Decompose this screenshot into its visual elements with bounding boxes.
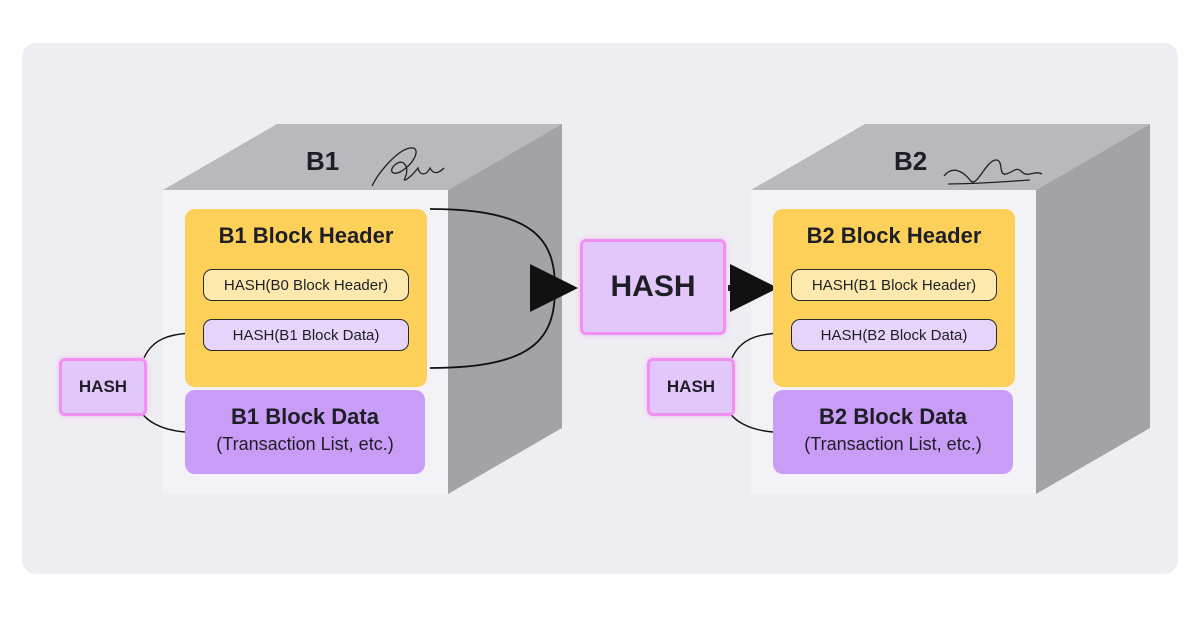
b1-block-header: B1 Block Header HASH(B0 Block Header) HA…: [185, 209, 427, 387]
b2-data-subtitle: (Transaction List, etc.): [804, 434, 982, 454]
b1-data-subtitle: (Transaction List, etc.): [216, 434, 394, 454]
block-title-b2: B2: [894, 146, 928, 176]
hash-function-main: HASH: [580, 239, 726, 335]
b1-block-data: B1 Block Data (Transaction List, etc.): [185, 390, 425, 474]
b2-block-header: B2 Block Header HASH(B1 Block Header) HA…: [773, 209, 1015, 387]
block-title-b1: B1: [306, 146, 340, 176]
b1-data-title: B1 Block Data: [231, 404, 379, 429]
hash-function-b1-data: HASH: [59, 358, 147, 416]
cube-b2-side: [1036, 124, 1150, 494]
b1-header-title: B1 Block Header: [218, 223, 394, 248]
b2-data-hash-field: HASH(B2 Block Data): [791, 319, 997, 351]
signature-b2: [943, 159, 1043, 185]
b2-data-title: B2 Block Data: [819, 404, 967, 429]
b1-data-hash-field: HASH(B1 Block Data): [203, 319, 409, 351]
cube-b2-top: [751, 124, 1150, 190]
b2-header-title: B2 Block Header: [806, 223, 982, 248]
hash-function-b2-data: HASH: [647, 358, 735, 416]
b2-prev-hash-field: HASH(B1 Block Header): [791, 269, 997, 301]
b1-prev-hash-field: HASH(B0 Block Header): [203, 269, 409, 301]
b2-block-data: B2 Block Data (Transaction List, etc.): [773, 390, 1013, 474]
signature-b1: [371, 147, 445, 187]
cube-b1-top: [163, 124, 562, 190]
cube-b1-side: [448, 124, 562, 494]
